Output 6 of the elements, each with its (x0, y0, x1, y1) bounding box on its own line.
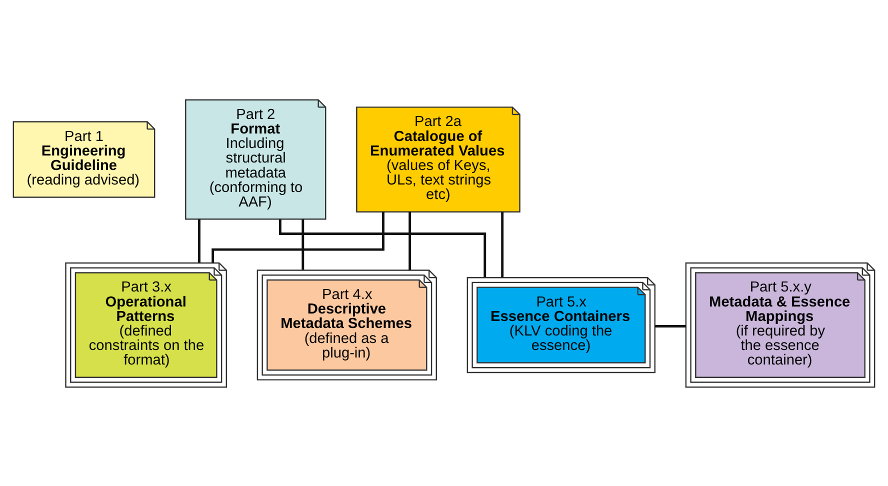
connector (655, 324, 686, 327)
connector (501, 211, 504, 277)
connector (302, 218, 304, 270)
connector (408, 211, 412, 270)
connector (198, 218, 200, 262)
connector (212, 211, 384, 262)
